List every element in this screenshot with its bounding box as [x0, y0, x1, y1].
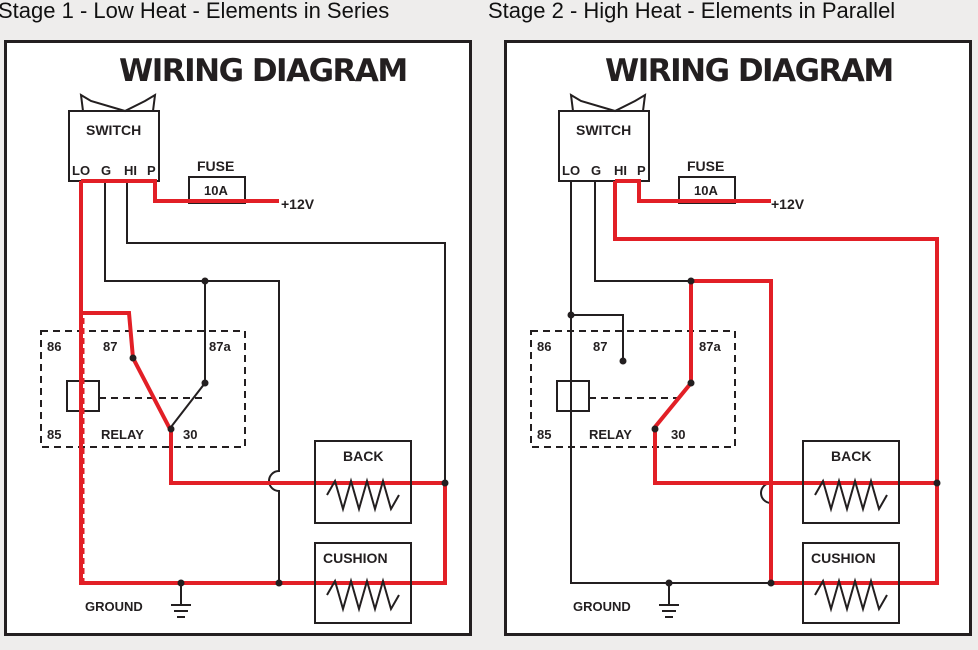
cushion-label: CUSHION	[811, 550, 876, 566]
junctions	[129, 277, 449, 587]
pin-85: 85	[47, 427, 61, 442]
pin-85: 85	[537, 427, 551, 442]
relay-outline	[40, 330, 246, 448]
cushion-box	[802, 542, 900, 624]
diagram-heading: WIRING DIAGRAM	[119, 53, 407, 89]
terminal-g: G	[591, 163, 601, 178]
pin-86: 86	[47, 339, 61, 354]
fuse-label: FUSE	[687, 158, 724, 174]
fuse-rating: 10A	[204, 183, 228, 198]
terminal-hi: HI	[124, 163, 137, 178]
ground: GROUND	[573, 583, 679, 618]
black-wires	[104, 181, 446, 583]
back-box	[802, 440, 900, 524]
cushion-label: CUSHION	[323, 550, 388, 566]
ground-label: GROUND	[573, 599, 631, 614]
cushion-element: CUSHION	[314, 542, 412, 624]
relay-label: RELAY	[589, 427, 632, 442]
cushion-element: CUSHION	[802, 542, 900, 624]
switch-label: SWITCH	[86, 122, 141, 138]
relay-coil	[556, 380, 590, 412]
pin-87: 87	[103, 339, 117, 354]
switch-connector-icon	[569, 93, 647, 113]
ground-label: GROUND	[85, 599, 143, 614]
terminal-g: G	[101, 163, 111, 178]
ground: GROUND	[85, 583, 191, 618]
back-label: BACK	[831, 448, 871, 464]
resistor-icon	[326, 577, 400, 613]
switch-connector-icon	[79, 93, 157, 113]
back-element: BACK	[314, 440, 412, 524]
pin-30: 30	[671, 427, 685, 442]
switch-box	[558, 110, 650, 182]
resistor-icon	[814, 577, 888, 613]
pin-87: 87	[593, 339, 607, 354]
black-wires	[570, 181, 772, 584]
resistor-icon	[814, 477, 888, 513]
fuse-label: FUSE	[197, 158, 234, 174]
ground-icon	[659, 583, 679, 618]
energized-path	[79, 179, 447, 585]
pin-30: 30	[183, 427, 197, 442]
fuse-rating: 10A	[694, 183, 718, 198]
stage-2-title: Stage 2 - High Heat - Elements in Parall…	[488, 0, 896, 23]
terminal-lo: LO	[562, 163, 580, 178]
terminal-p: P	[637, 163, 646, 178]
diagram-heading: WIRING DIAGRAM	[605, 53, 893, 89]
terminal-lo: LO	[72, 163, 90, 178]
relay: 86 87 87a 85 RELAY 30	[530, 330, 736, 448]
supply-label: +12V	[771, 196, 805, 212]
supply-label: +12V	[281, 196, 315, 212]
energized-path	[613, 179, 939, 585]
back-element: BACK	[802, 440, 900, 524]
fuse: FUSE 10A +12V	[678, 158, 805, 212]
relay-outline	[530, 330, 736, 448]
switch-label: SWITCH	[576, 122, 631, 138]
back-box	[314, 440, 412, 524]
relay-label: RELAY	[101, 427, 144, 442]
relay: 86 87 87a 85 RELAY 30	[40, 330, 246, 448]
back-label: BACK	[343, 448, 383, 464]
pin-87a: 87a	[699, 339, 721, 354]
pin-86: 86	[537, 339, 551, 354]
pin-87a: 87a	[209, 339, 231, 354]
terminal-hi: HI	[614, 163, 627, 178]
stage-1-title: Stage 1 - Low Heat - Elements in Series	[0, 0, 390, 23]
ground-icon	[171, 583, 191, 618]
switch-block: SWITCH LO G HI P	[68, 93, 160, 182]
stage-2-wiring-diagram: WIRING DIAGRAM SWITCH LO G HI P FUSE 10A…	[504, 40, 972, 636]
terminal-p: P	[147, 163, 156, 178]
cushion-box	[314, 542, 412, 624]
resistor-icon	[326, 477, 400, 513]
fuse: FUSE 10A +12V	[188, 158, 315, 212]
switch-block: SWITCH LO G HI P	[558, 93, 650, 182]
stage-1-wiring-diagram: WIRING DIAGRAM SWITCH LO G HI P FUSE 10A…	[4, 40, 472, 636]
